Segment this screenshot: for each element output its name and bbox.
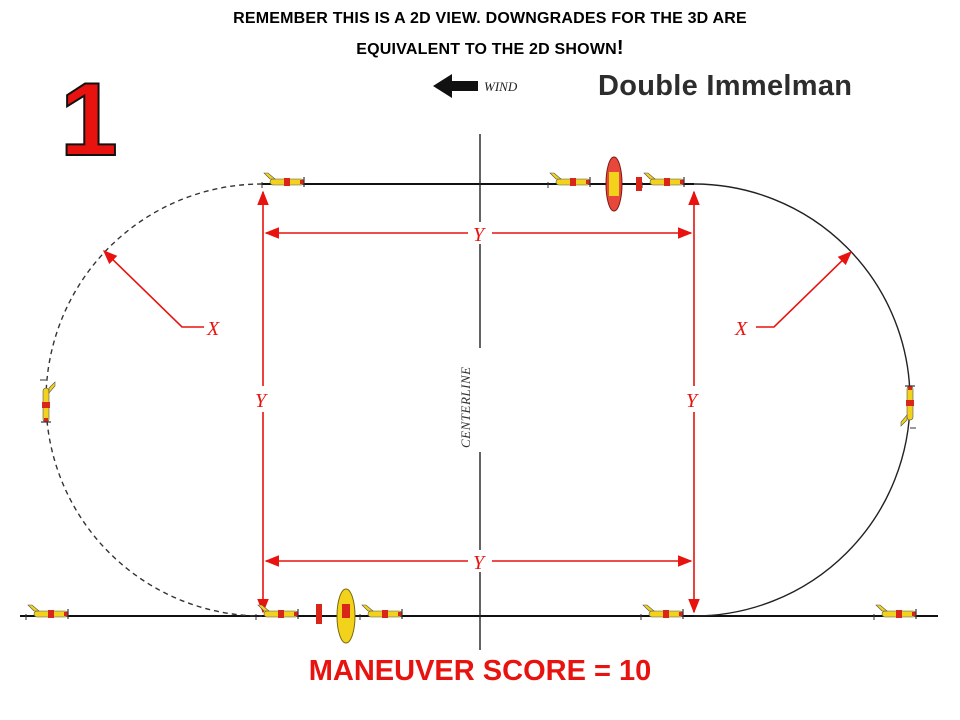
right-half-loop bbox=[693, 183, 911, 617]
y-left-gap bbox=[252, 386, 274, 412]
maneuver-score: MANEUVER SCORE = 10 bbox=[308, 655, 652, 687]
centerline-label-gap bbox=[458, 348, 484, 452]
instruction-note-line1: REMEMBER THIS IS A 2D VIEW. DOWNGRADES F… bbox=[233, 10, 747, 27]
centerline-label: CENTERLINE bbox=[458, 366, 473, 448]
instruction-note-line2-text: EQUIVALENT TO THE 2D SHOWN bbox=[356, 41, 617, 58]
y-bottom-gap bbox=[468, 550, 492, 572]
y-top-gap bbox=[468, 222, 492, 244]
maneuver-title: Double Immelman bbox=[598, 70, 853, 102]
rolling-aircraft-icon bbox=[316, 588, 356, 644]
left-half-loop bbox=[45, 183, 263, 617]
aircraft-icon bbox=[261, 172, 305, 189]
rolling-aircraft-icon bbox=[605, 156, 642, 212]
wind-arrow-icon bbox=[433, 74, 478, 98]
y-right-gap bbox=[683, 386, 705, 412]
y-top-label: Y bbox=[473, 224, 486, 246]
y-right-label: Y bbox=[686, 390, 699, 412]
aircraft-icon bbox=[359, 604, 403, 621]
aircraft-icon bbox=[25, 604, 69, 621]
y-bottom-label: Y bbox=[473, 552, 486, 574]
aircraft-icon bbox=[547, 172, 591, 189]
wind-label: WIND bbox=[484, 79, 518, 94]
x-left-label: X bbox=[206, 318, 220, 340]
aircraft-icon bbox=[39, 379, 56, 423]
x-right-label: X bbox=[734, 318, 748, 340]
y-left-label: Y bbox=[255, 390, 268, 412]
aircraft-icon bbox=[873, 604, 917, 621]
instruction-note-exclamation: ! bbox=[616, 37, 624, 59]
instruction-note-line2: EQUIVALENT TO THE 2D SHOWN! bbox=[40, 37, 940, 60]
figure-number: 1 bbox=[59, 62, 119, 178]
aircraft-icon bbox=[641, 172, 685, 189]
aircraft-icon bbox=[255, 604, 299, 621]
x-left-leader bbox=[102, 249, 204, 328]
x-right-leader bbox=[756, 250, 853, 328]
aircraft-icon bbox=[640, 604, 684, 621]
